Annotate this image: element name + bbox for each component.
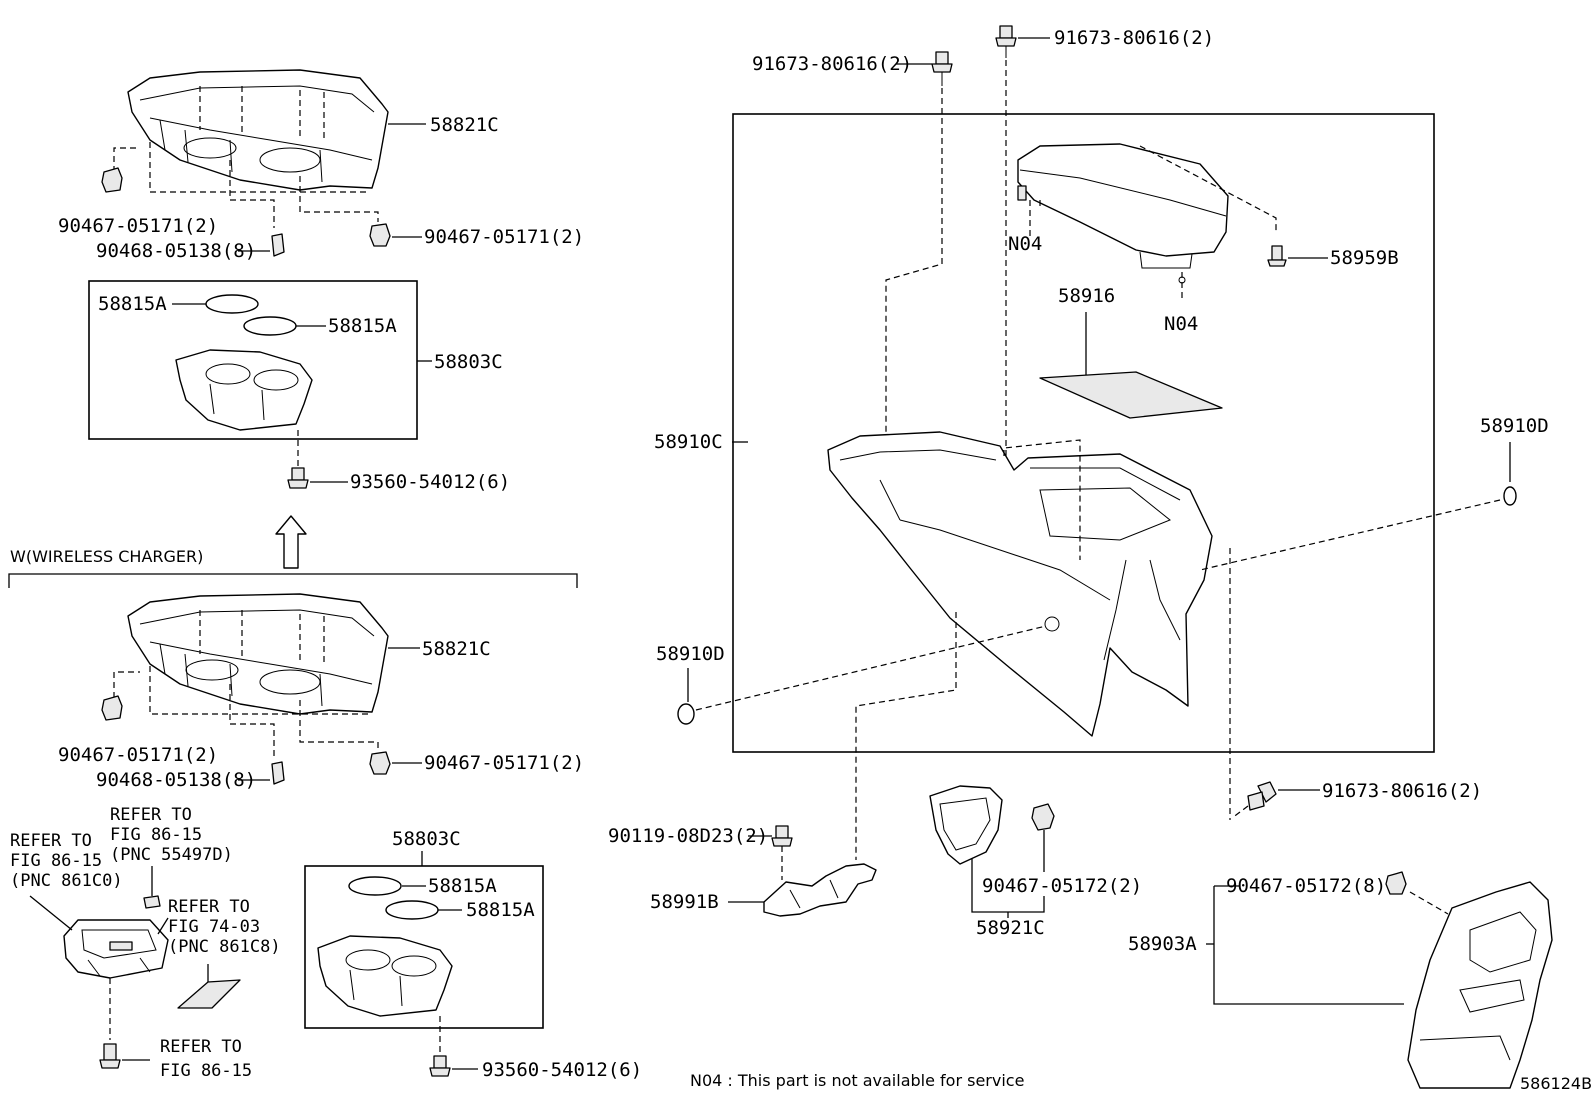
label-90467-05171-bottom-left: 90467-05171(2) xyxy=(58,744,218,766)
refer-a-line1: REFER TO xyxy=(110,805,192,825)
label-90467-05172-right: 90467-05172(8) xyxy=(1226,875,1386,897)
refer-c-line1: REFER TO xyxy=(168,897,250,917)
clip-90467-05171-bottom-right xyxy=(369,751,391,775)
pad-861c8 xyxy=(177,979,241,1009)
screw-90119 xyxy=(771,825,793,847)
refer-a-line3: (PNC 55497D) xyxy=(110,845,233,865)
footnote-n04: N04 : This part is not available for ser… xyxy=(690,1071,1024,1090)
refer-c-line3: (PNC 861C8) xyxy=(168,937,281,957)
armrest-lid xyxy=(1017,143,1229,269)
label-58815a-bottom-2: 58815A xyxy=(466,899,535,921)
label-58803c-bottom: 58803C xyxy=(392,828,461,850)
refer-d-line1: REFER TO xyxy=(160,1037,242,1057)
clip-90468-05138-top xyxy=(271,233,285,257)
label-58910c: 58910C xyxy=(654,431,723,453)
clip-90468-05138-bottom xyxy=(271,761,285,785)
bracket-58991b xyxy=(763,863,877,917)
screw-refer-d xyxy=(99,1043,121,1069)
clip-90467-05171-top-left xyxy=(101,167,123,193)
label-58991b: 58991B xyxy=(650,891,719,913)
label-58903a: 58903A xyxy=(1128,933,1197,955)
cup-holder-box-bottom xyxy=(304,865,544,1029)
label-n04-b: N04 xyxy=(1164,313,1198,335)
refer-d-line2: FIG 86-15 xyxy=(160,1061,252,1081)
screw-93560-bottom xyxy=(429,1055,451,1077)
label-58803c-top: 58803C xyxy=(434,351,503,373)
clip-90467-05172-right xyxy=(1385,871,1407,895)
cup-holder-box-top xyxy=(88,280,418,440)
arrow-up-icon xyxy=(275,515,307,569)
label-90467-05171-top-left: 90467-05171(2) xyxy=(58,215,218,237)
label-91673-bottom-right: 91673-80616(2) xyxy=(1322,780,1482,802)
label-93560-top: 93560-54012(6) xyxy=(350,471,510,493)
panel-58921c xyxy=(929,785,1003,865)
clip-90467-05171-bottom-left xyxy=(101,695,123,721)
screw-93560-top xyxy=(287,467,309,489)
label-58821c-bottom: 58821C xyxy=(422,638,491,660)
refer-a-line2: FIG 86-15 xyxy=(110,825,202,845)
wireless-section-bracket xyxy=(8,573,578,588)
label-90468-05138-bottom: 90468-05138(8) xyxy=(96,769,256,791)
label-58910d-left: 58910D xyxy=(656,643,725,665)
plug-58910d-right xyxy=(1503,486,1517,506)
bolt-91673-top-right xyxy=(995,25,1017,58)
upper-panel-58821c-top xyxy=(127,69,389,191)
refer-c-line2: FIG 74-03 xyxy=(168,917,260,937)
label-58815a-bottom-1: 58815A xyxy=(428,875,497,897)
ring-58815a-bottom-2 xyxy=(385,900,439,920)
label-90468-05138-top: 90468-05138(8) xyxy=(96,240,256,262)
ring-58815a-top-2 xyxy=(243,316,297,336)
label-58959b: 58959B xyxy=(1330,247,1399,269)
bolt-91673-top-left xyxy=(931,51,953,86)
refer-b-line3: (PNC 861C0) xyxy=(10,871,123,891)
label-58815a-top-1: 58815A xyxy=(98,293,167,315)
label-93560-bottom: 93560-54012(6) xyxy=(482,1059,642,1081)
label-90467-05171-top-right: 90467-05171(2) xyxy=(424,226,584,248)
cup-holder-body-bottom xyxy=(317,935,453,1017)
label-91673-top-left: 91673-80616(2) xyxy=(752,53,912,75)
refer-b-line2: FIG 86-15 xyxy=(10,851,102,871)
label-91673-top-right: 91673-80616(2) xyxy=(1054,27,1214,49)
label-58910d-right: 58910D xyxy=(1480,415,1549,437)
label-90467-05171-bottom-right: 90467-05171(2) xyxy=(424,752,584,774)
console-box xyxy=(732,113,1435,753)
plug-58910d-left xyxy=(677,703,695,725)
upper-panel-58821c-bottom xyxy=(127,593,389,715)
label-90467-05172-mid: 90467-05172(2) xyxy=(982,875,1142,897)
cup-holder-body-top xyxy=(175,349,313,431)
label-58821c-top: 58821C xyxy=(430,114,499,136)
ring-58815a-top-1 xyxy=(205,294,259,314)
mat-58916 xyxy=(1039,371,1223,419)
wireless-charger-unit xyxy=(63,919,169,979)
ring-58815a-bottom-1 xyxy=(348,876,402,896)
label-90119: 90119-08D23(2) xyxy=(608,825,768,847)
bolt-91673-bottom-right xyxy=(1247,781,1277,811)
label-58921c: 58921C xyxy=(976,917,1045,939)
label-58815a-top-2: 58815A xyxy=(328,315,397,337)
clip-90467-05171-top-right xyxy=(369,223,391,247)
label-n04-a: N04 xyxy=(1008,233,1042,255)
wireless-charger-header: W(WIRELESS CHARGER) xyxy=(10,547,203,566)
console-body-58910c xyxy=(827,431,1213,737)
rear-panel-58903a xyxy=(1407,881,1553,1089)
tag-55497d xyxy=(143,895,161,909)
screw-58959b xyxy=(1267,245,1287,267)
figure-id: 586124B xyxy=(1520,1074,1592,1093)
label-58916: 58916 xyxy=(1058,285,1115,307)
refer-b-line1: REFER TO xyxy=(10,831,92,851)
clip-90467-05172-mid xyxy=(1031,803,1055,831)
